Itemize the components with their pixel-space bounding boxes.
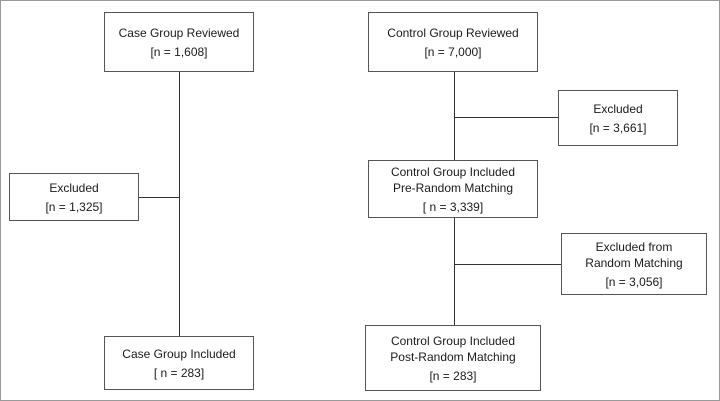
case-group-included-count: [ n = 283]	[153, 365, 205, 380]
case-group-included-box: Case Group Included [ n = 283]	[104, 336, 254, 390]
case-group-reviewed-count: [n = 1,608]	[150, 44, 208, 59]
case-excluded-box: Excluded [n = 1,325]	[9, 173, 139, 221]
control-excluded-matching-title-line1: Excluded from	[595, 239, 673, 254]
connector-case-excluded	[139, 197, 180, 198]
control-pre-random-matching-title-line1: Control Group Included	[390, 164, 516, 179]
control-pre-random-matching-box: Control Group Included Pre-Random Matchi…	[368, 160, 538, 218]
case-group-included-title: Case Group Included	[122, 346, 236, 361]
connector-control-vertical-1	[454, 72, 455, 160]
control-pre-random-matching-count: [ n = 3,339]	[422, 199, 484, 214]
control-group-reviewed-count: [n = 7,000]	[424, 44, 482, 59]
control-post-random-matching-title-line1: Control Group Included	[390, 333, 516, 348]
control-post-random-matching-box: Control Group Included Post-Random Match…	[365, 325, 541, 391]
connector-case-vertical	[179, 72, 180, 336]
control-excluded-box: Excluded [n = 3,661]	[558, 90, 678, 146]
control-excluded-matching-count: [n = 3,056]	[605, 274, 663, 289]
control-post-random-matching-count: [n = 283]	[429, 368, 477, 383]
control-excluded-matching-box: Excluded from Random Matching [n = 3,056…	[561, 233, 707, 295]
control-excluded-matching-title-line2: Random Matching	[585, 255, 683, 270]
control-excluded-count: [n = 3,661]	[589, 120, 647, 135]
case-group-reviewed-box: Case Group Reviewed [n = 1,608]	[104, 12, 254, 72]
case-excluded-count: [n = 1,325]	[45, 199, 103, 214]
control-group-reviewed-title: Control Group Reviewed	[387, 25, 519, 40]
case-excluded-title: Excluded	[49, 180, 99, 195]
case-group-reviewed-title: Case Group Reviewed	[118, 25, 240, 40]
connector-control-excluded-matching	[454, 264, 561, 265]
connector-control-excluded	[454, 117, 558, 118]
control-group-reviewed-box: Control Group Reviewed [n = 7,000]	[368, 12, 538, 72]
control-post-random-matching-title-line2: Post-Random Matching	[390, 349, 516, 364]
control-pre-random-matching-title-line2: Pre-Random Matching	[392, 180, 514, 195]
connector-control-vertical-2	[454, 218, 455, 325]
control-excluded-title: Excluded	[593, 101, 643, 116]
